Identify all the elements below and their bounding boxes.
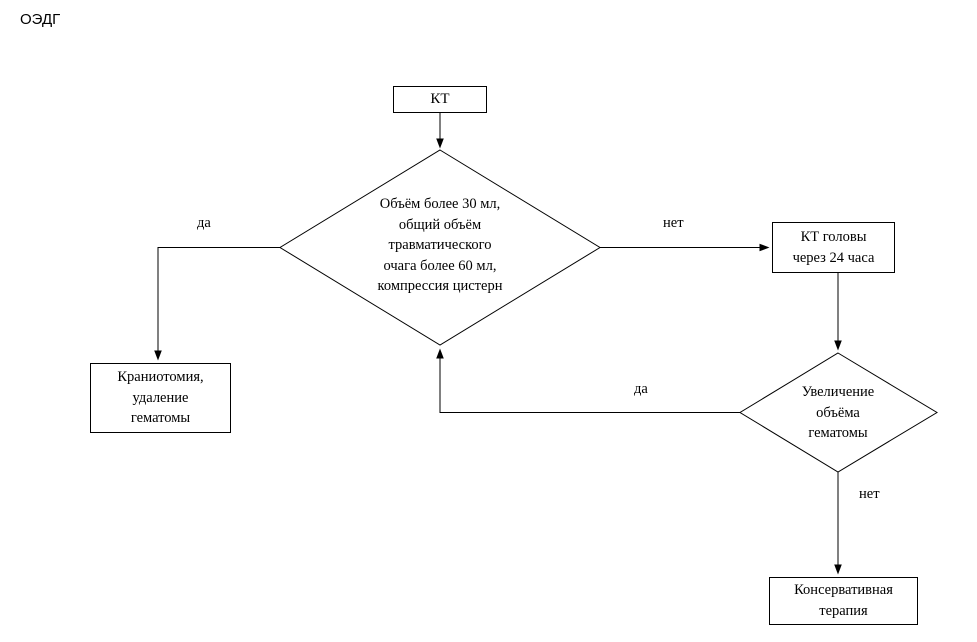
- ct-head-24h-line: КТ головы: [800, 228, 867, 245]
- craniotomy-line: Краниотомия,: [117, 369, 204, 386]
- decision-volume-line: очага более 60 мл,: [383, 257, 497, 274]
- craniotomy-line: удаление: [132, 389, 189, 406]
- arrow-yes-feedback-to-decision-volume: [436, 348, 740, 413]
- decision-growth-line: объёма: [816, 404, 860, 421]
- decision-volume-line: общий объём: [398, 216, 482, 233]
- decision-growth-line: Увеличение: [801, 384, 875, 400]
- node-ct-label: КТ: [430, 90, 450, 107]
- node-decision-hematoma-growth-text: Увеличение объёма гематомы: [768, 382, 908, 444]
- decision-growth-line: гематомы: [808, 425, 868, 442]
- arrow-yes-to-craniotomy: [154, 247, 280, 361]
- decision-volume-diamond: [279, 149, 601, 346]
- decision-volume-line: компрессия цистерн: [377, 278, 503, 295]
- decision-volume-line: травматического: [388, 237, 492, 254]
- node-craniotomy: Краниотомия, удаление гематомы: [90, 363, 231, 433]
- conservative-therapy-line: Консервативная: [794, 582, 893, 599]
- conservative-therapy-line: терапия: [819, 603, 868, 619]
- edge-label-yes-feedback: да: [634, 381, 648, 397]
- node-conservative-therapy: Консервативная терапия: [769, 577, 918, 625]
- craniotomy-line: гематомы: [130, 410, 191, 427]
- decision-volume-line: Объём более 30 мл,: [379, 196, 501, 212]
- node-ct: КТ: [393, 86, 487, 113]
- node-ct-head-24h: КТ головы через 24 часа: [772, 222, 895, 273]
- edge-label-no-down: нет: [859, 486, 880, 502]
- edge-label-no-right: нет: [663, 215, 684, 231]
- node-decision-volume-text: Объём более 30 мл, общий объём травматич…: [310, 194, 570, 297]
- edge-label-yes-left: да: [197, 215, 211, 231]
- page-title: ОЭДГ: [20, 11, 61, 28]
- ct-head-24h-line: через 24 часа: [792, 249, 875, 266]
